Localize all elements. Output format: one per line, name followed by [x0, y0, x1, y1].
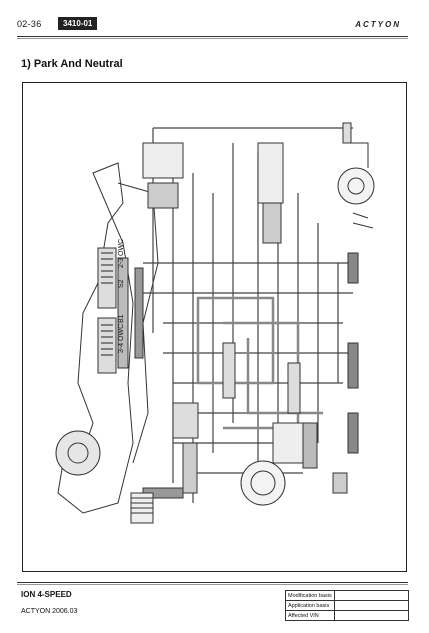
revision-value — [334, 600, 409, 611]
footer-rule-secondary — [17, 584, 408, 585]
page-title: 1) Park And Neutral — [21, 58, 123, 70]
revision-row: Affected VIN — [285, 610, 409, 621]
footer-title: ION 4-SPEED — [21, 590, 72, 599]
label-b1: B1 — [118, 314, 125, 323]
page-header: 02-36 3410-01 ACTYON — [0, 0, 429, 40]
revision-value — [334, 590, 409, 601]
label-owc-lower: 3-4 OWC — [118, 324, 125, 353]
section-code-badge: 3410-01 — [58, 17, 98, 30]
hydraulic-schematic: S2 B1 2-3 OWC 3-4 OWC — [55, 122, 375, 524]
footer-subtitle: ACTYON 2006.03 — [21, 608, 78, 615]
hydraulic-diagram: S2 B1 2-3 OWC 3-4 OWC — [22, 82, 407, 572]
revision-label: Modification basis — [285, 590, 335, 601]
footer-rule — [17, 582, 408, 583]
revision-row: Modification basis — [285, 590, 409, 601]
revision-label: Application basis — [285, 600, 335, 611]
page-number: 02-36 — [17, 19, 42, 29]
revision-row: Application basis — [285, 600, 409, 611]
revision-table: Modification basis Application basis Aff… — [285, 590, 409, 621]
brand-logo: ACTYON — [355, 20, 401, 29]
revision-label: Affected VIN — [285, 610, 335, 621]
header-rule — [17, 36, 408, 37]
header-rule-secondary — [17, 38, 408, 39]
label-owc-upper: 2-3 OWC — [118, 239, 125, 268]
revision-value — [334, 610, 409, 621]
label-s2: S2 — [118, 279, 125, 288]
